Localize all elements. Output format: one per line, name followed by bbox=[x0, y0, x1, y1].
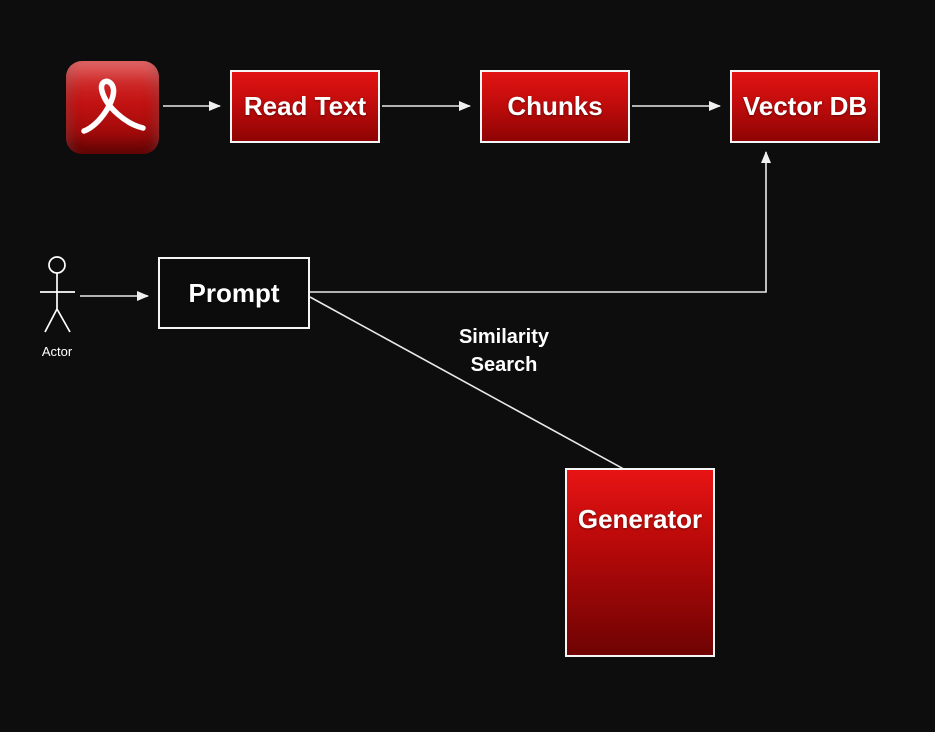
node-read-text: Read Text bbox=[230, 70, 380, 143]
node-generator-label: Generator bbox=[577, 504, 703, 534]
node-prompt: Prompt bbox=[158, 257, 310, 329]
similarity-search-label-line1: Similarity bbox=[458, 326, 550, 348]
similarity-search-label: Similarity Search bbox=[404, 323, 604, 379]
actor-leg-left bbox=[44, 308, 58, 333]
node-vector-db: Vector DB bbox=[730, 70, 880, 143]
node-read-text-label: Read Text bbox=[243, 91, 367, 121]
actor-label: Actor bbox=[41, 344, 73, 359]
node-vector-db-label: Vector DB bbox=[742, 91, 868, 121]
node-chunks: Chunks bbox=[480, 70, 630, 143]
adobe-pdf-icon bbox=[66, 61, 159, 154]
adobe-acrobat-logo bbox=[81, 78, 146, 134]
node-chunks-label: Chunks bbox=[507, 91, 603, 121]
node-prompt-label: Prompt bbox=[188, 277, 280, 308]
node-generator: Generator bbox=[565, 468, 715, 657]
actor-figure bbox=[40, 256, 75, 333]
actor-leg-right bbox=[56, 308, 71, 333]
similarity-search-label-line2: Search bbox=[470, 354, 538, 376]
edge-prompt-to-vectordb bbox=[310, 151, 771, 293]
actor-head bbox=[48, 256, 66, 274]
